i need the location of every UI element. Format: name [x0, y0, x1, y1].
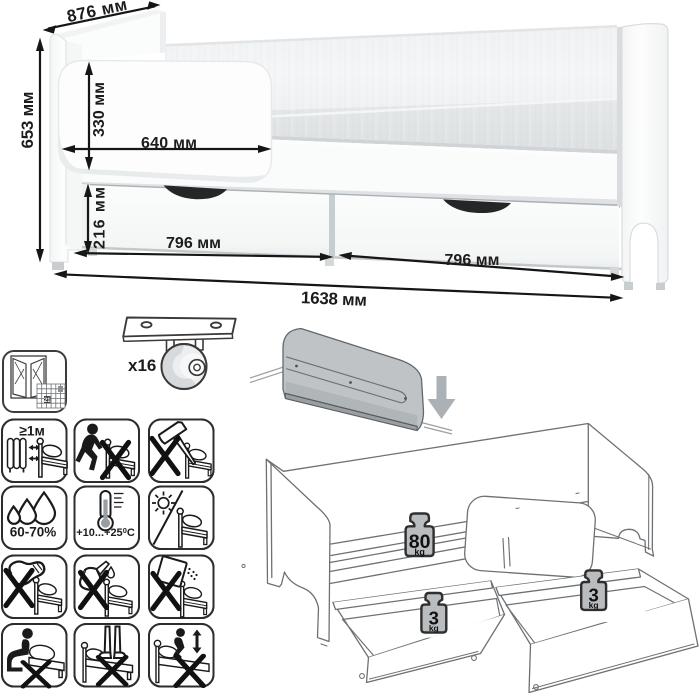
svg-text:+10...+250C: +10...+250C — [76, 526, 135, 539]
svg-text:653 мм: 653 мм — [18, 92, 37, 149]
svg-text:640 мм: 640 мм — [141, 135, 197, 152]
svg-text:60-70%: 60-70% — [10, 525, 57, 540]
svg-text:3: 3 — [588, 585, 598, 606]
svg-text:kg: kg — [589, 600, 599, 610]
svg-text:80: 80 — [409, 531, 431, 553]
svg-text:796 мм: 796 мм — [166, 235, 221, 252]
svg-text:x16: x16 — [128, 356, 156, 375]
svg-text:330 мм: 330 мм — [91, 82, 108, 137]
svg-text:1638 мм: 1638 мм — [301, 288, 368, 310]
svg-text:21: 21 — [44, 398, 51, 404]
svg-text:216 мм: 216 мм — [92, 187, 109, 249]
svg-text:kg: kg — [414, 547, 425, 557]
svg-text:3: 3 — [429, 608, 439, 629]
svg-text:≥1м: ≥1м — [19, 423, 45, 439]
svg-text:kg: kg — [429, 623, 439, 633]
svg-text:796 мм: 796 мм — [445, 252, 500, 269]
